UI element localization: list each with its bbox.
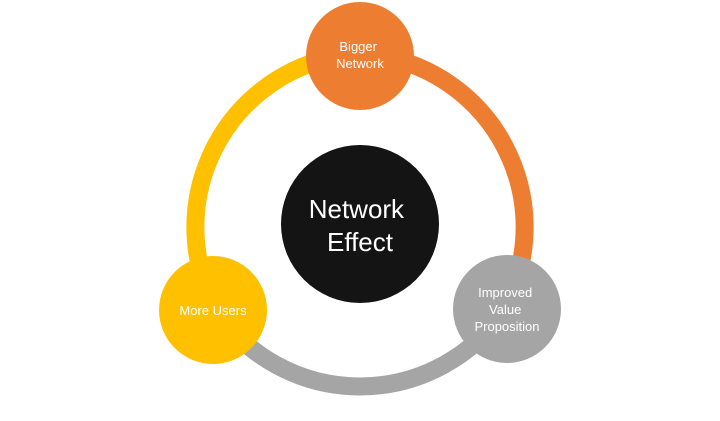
center-label-line-1: Network [309, 194, 405, 224]
improved-value-label-line-1: Improved [478, 285, 532, 300]
improved-value-label: Improved Value Proposition [474, 285, 539, 334]
bigger-network-node [306, 2, 414, 110]
more-users-node [159, 256, 267, 364]
center-label-line-2: Effect [327, 227, 394, 257]
more-users-label: More Users [179, 303, 247, 318]
improved-value-label-line-3: Proposition [474, 319, 539, 334]
bigger-network-label-line-2: Network [336, 56, 384, 71]
improved-value-node [453, 255, 561, 363]
center-node [281, 145, 439, 303]
more-users-label-line-1: More Users [179, 303, 247, 318]
center-label: Network Effect [309, 194, 412, 257]
bigger-network-label-line-1: Bigger [339, 39, 377, 54]
bigger-network-label: Bigger Network [336, 39, 384, 71]
improved-value-label-line-2: Value [489, 302, 521, 317]
